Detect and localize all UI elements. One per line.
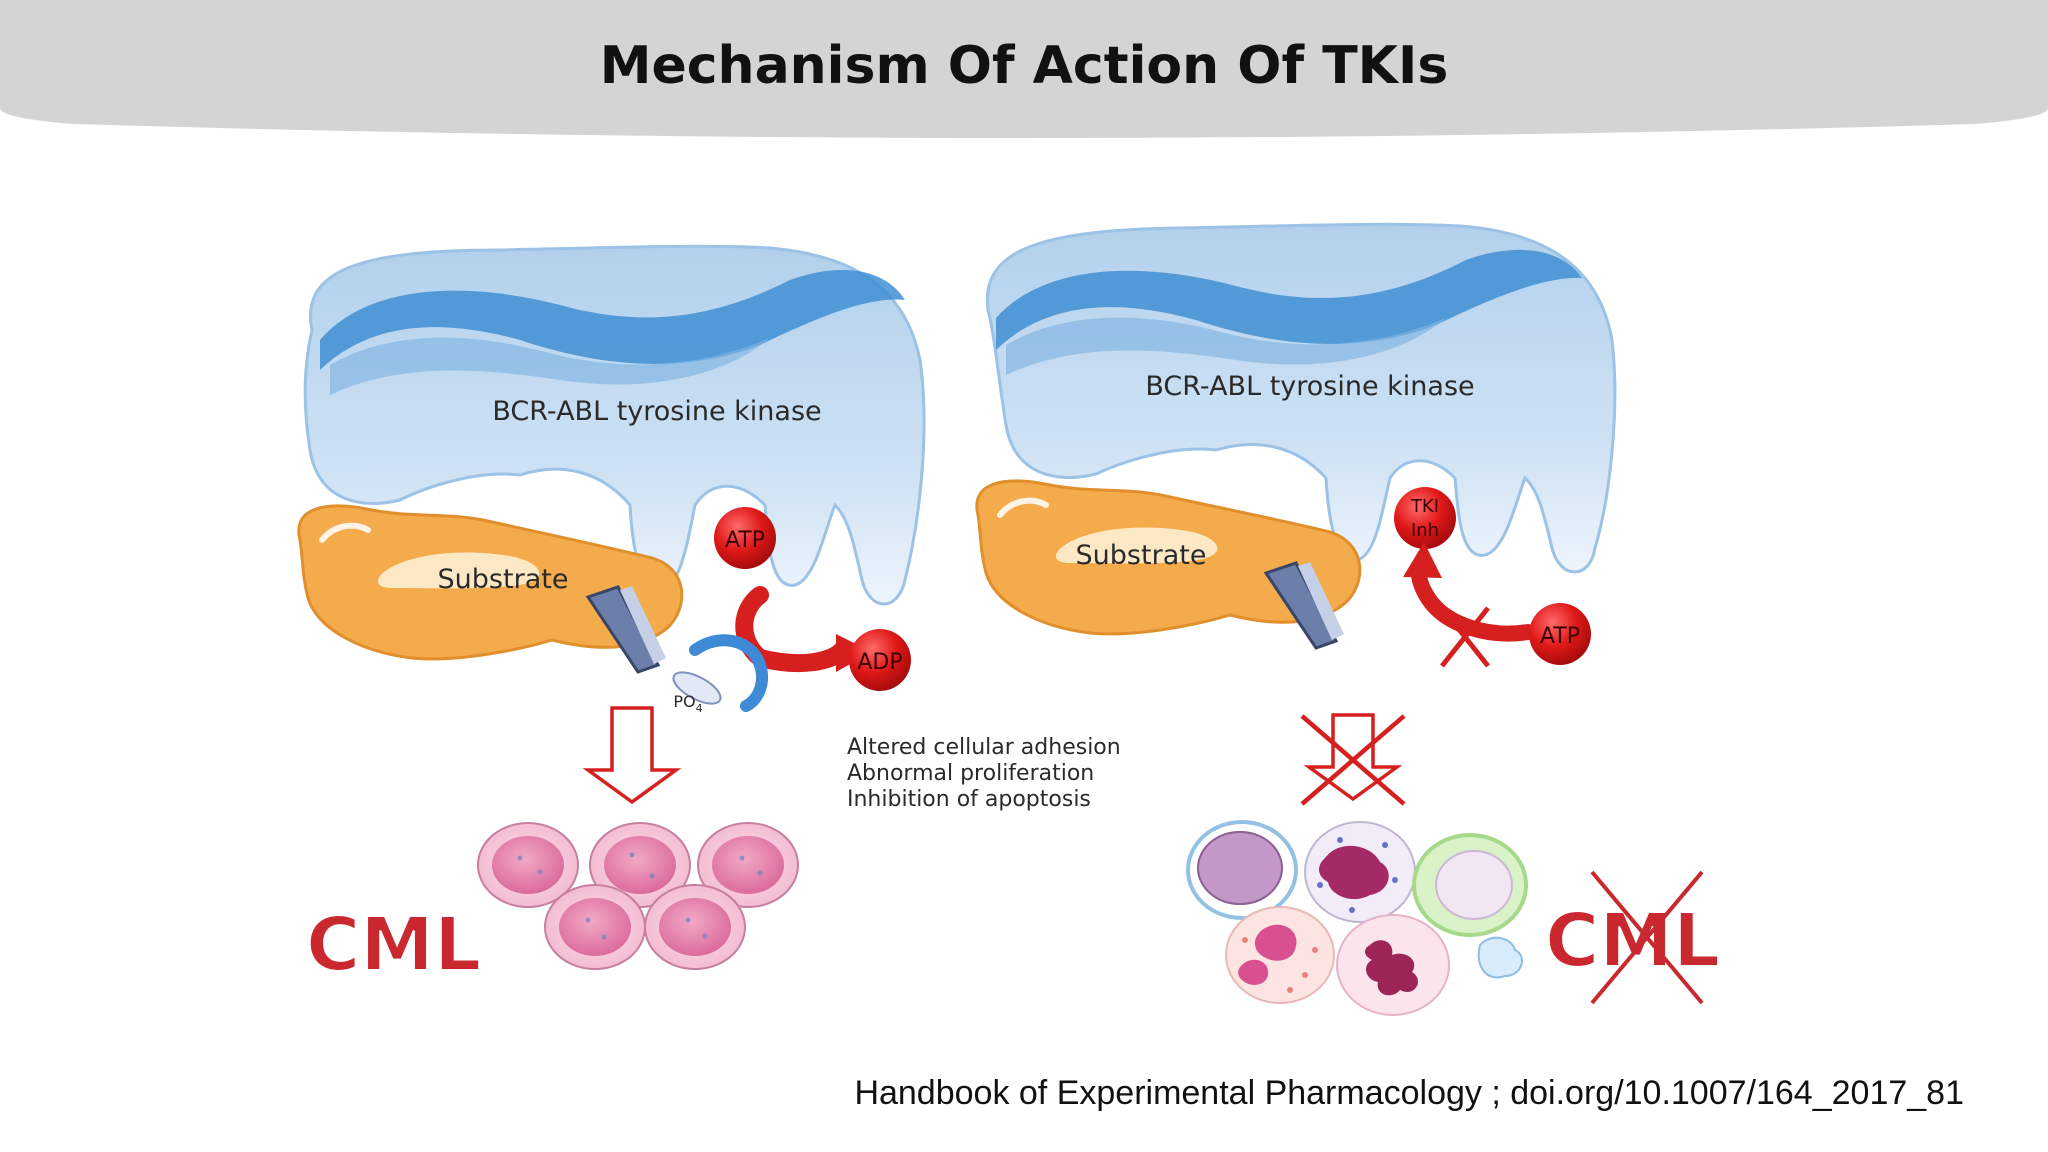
normal-blood-cells: [1186, 820, 1528, 1016]
hollow-down-arrow-icon: [582, 706, 682, 805]
adp-label: ADP: [857, 650, 902, 675]
cml-cell: [544, 884, 646, 970]
atp-label: ATP: [725, 528, 765, 553]
substrate: [297, 504, 684, 661]
cml-cell: [644, 884, 746, 970]
cml-cell: [477, 822, 579, 908]
tki-label-line2: Inh: [1411, 520, 1439, 541]
crossed-down-arrow-icon: [1300, 713, 1406, 806]
effect-item: Altered cellular adhesion: [847, 735, 1121, 760]
substrate-binding-site: [585, 585, 666, 674]
cml-label: CML: [306, 902, 481, 988]
effects-list: Altered cellular adhesion Abnormal proli…: [847, 735, 1121, 812]
cml-cell: [589, 822, 691, 908]
monocyte-cell: [1412, 833, 1528, 937]
eosinophil-cell: [1225, 906, 1335, 1004]
cross-icon: [1440, 606, 1490, 668]
blocked-atp-arrow: [1403, 542, 1536, 642]
tki-inhibitor-ball: TKI Inh: [1394, 487, 1456, 549]
phosphate-subscript: 4: [696, 702, 703, 715]
bcr-abl-kinase: [985, 222, 1617, 574]
lymphocyte-cell: [1186, 820, 1298, 920]
tki-label-line1: TKI: [1410, 496, 1439, 517]
adp-ball: ADP: [849, 629, 911, 691]
cml-cell-cluster: [477, 822, 799, 970]
kinase-label: BCR-ABL tyrosine kinase: [1145, 371, 1474, 402]
right-panel: BCR-ABL tyrosine kinase Substrate TKI In…: [975, 222, 1721, 1016]
citation: Handbook of Experimental Pharmacology ; …: [854, 1074, 1964, 1112]
left-panel: BCR-ABL tyrosine kinase Substrate PO4 AT…: [297, 244, 1121, 989]
atp-ball: ATP: [1529, 603, 1591, 665]
atp-ball: ATP: [714, 507, 776, 569]
substrate-label: Substrate: [438, 564, 569, 595]
phosphate-label: PO: [673, 692, 695, 711]
cross-icon: [1590, 870, 1704, 1005]
substrate-label: Substrate: [1076, 540, 1207, 571]
bcr-abl-kinase: [303, 244, 926, 606]
platelet: [1477, 936, 1524, 979]
neutrophil-cell: [1336, 914, 1450, 1016]
cml-label: CML: [1545, 898, 1720, 984]
effect-item: Abnormal proliferation: [847, 761, 1094, 786]
substrate-binding-site: [1263, 561, 1344, 650]
header-band: [0, 0, 2048, 138]
phosphate: PO4: [672, 671, 722, 715]
substrate: [975, 479, 1362, 636]
slide-title: Mechanism Of Action Of TKIs: [599, 36, 1449, 96]
effect-item: Inhibition of apoptosis: [847, 787, 1091, 812]
svg-text:PO4: PO4: [673, 692, 702, 715]
kinase-label: BCR-ABL tyrosine kinase: [492, 396, 821, 427]
atp-label: ATP: [1540, 624, 1580, 649]
cml-cell: [697, 822, 799, 908]
basophil-cell: [1304, 821, 1416, 923]
phosphate-transfer-arrows: [689, 586, 872, 712]
